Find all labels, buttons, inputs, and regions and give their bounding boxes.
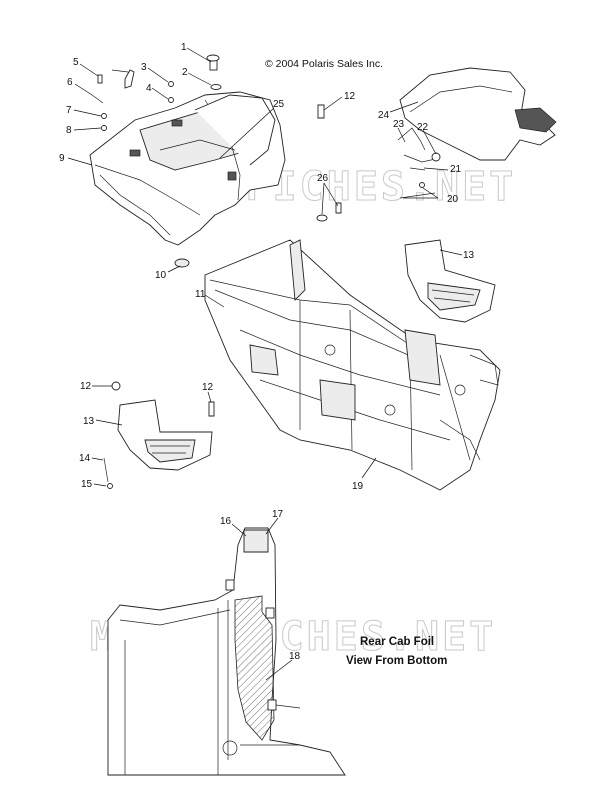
callout-15: 15: [81, 479, 93, 490]
leader-lines: [67, 47, 463, 681]
footrest-left: [117, 399, 213, 471]
rear-cab-assembly: [89, 91, 286, 246]
callout-16: 16: [220, 516, 232, 527]
callout-8: 8: [66, 125, 72, 136]
callout-5: 5: [73, 57, 79, 68]
callout-2: 2: [182, 67, 188, 78]
callout-14: 14: [79, 453, 91, 464]
callout-11: 11: [195, 289, 206, 300]
seat-assembly: [397, 67, 557, 199]
callout-18: 18: [289, 651, 301, 662]
callout-labels: 1 2 3 4 5 6 7 8 9 25 12 26 10 11 24 23 2…: [59, 42, 475, 662]
callout-6: 6: [67, 77, 73, 88]
view-label-subtitle: View From Bottom: [346, 655, 447, 667]
callout-23: 23: [393, 119, 405, 130]
callout-4: 4: [146, 83, 152, 94]
callout-17: 17: [272, 509, 284, 520]
callout-1: 1: [181, 42, 187, 53]
footrest-right: [404, 239, 496, 323]
callout-19: 19: [352, 481, 364, 492]
callout-24: 24: [378, 110, 390, 121]
frame-assembly: [204, 239, 501, 491]
callout-10: 10: [155, 270, 167, 281]
callout-7: 7: [66, 105, 72, 116]
callout-22: 22: [417, 122, 429, 133]
copyright-text: © 2004 Polaris Sales Inc.: [265, 58, 383, 70]
footrest-hardware: [103, 381, 215, 489]
callout-12-top: 12: [344, 91, 356, 102]
fastener-hardware: [91, 54, 342, 313]
callout-13-right: 13: [463, 250, 475, 261]
callout-9: 9: [59, 153, 65, 164]
callout-12-mid: 12: [202, 382, 214, 393]
rear-cab-foil-view: [107, 527, 346, 776]
callout-25: 25: [273, 99, 285, 110]
callout-20: 20: [447, 194, 459, 205]
callout-3: 3: [141, 62, 147, 73]
callout-12-left: 12: [80, 381, 92, 392]
callout-13-left: 13: [83, 416, 95, 427]
view-label-title: Rear Cab Foil: [360, 636, 434, 648]
callout-21: 21: [450, 164, 462, 175]
callout-26: 26: [317, 173, 329, 184]
